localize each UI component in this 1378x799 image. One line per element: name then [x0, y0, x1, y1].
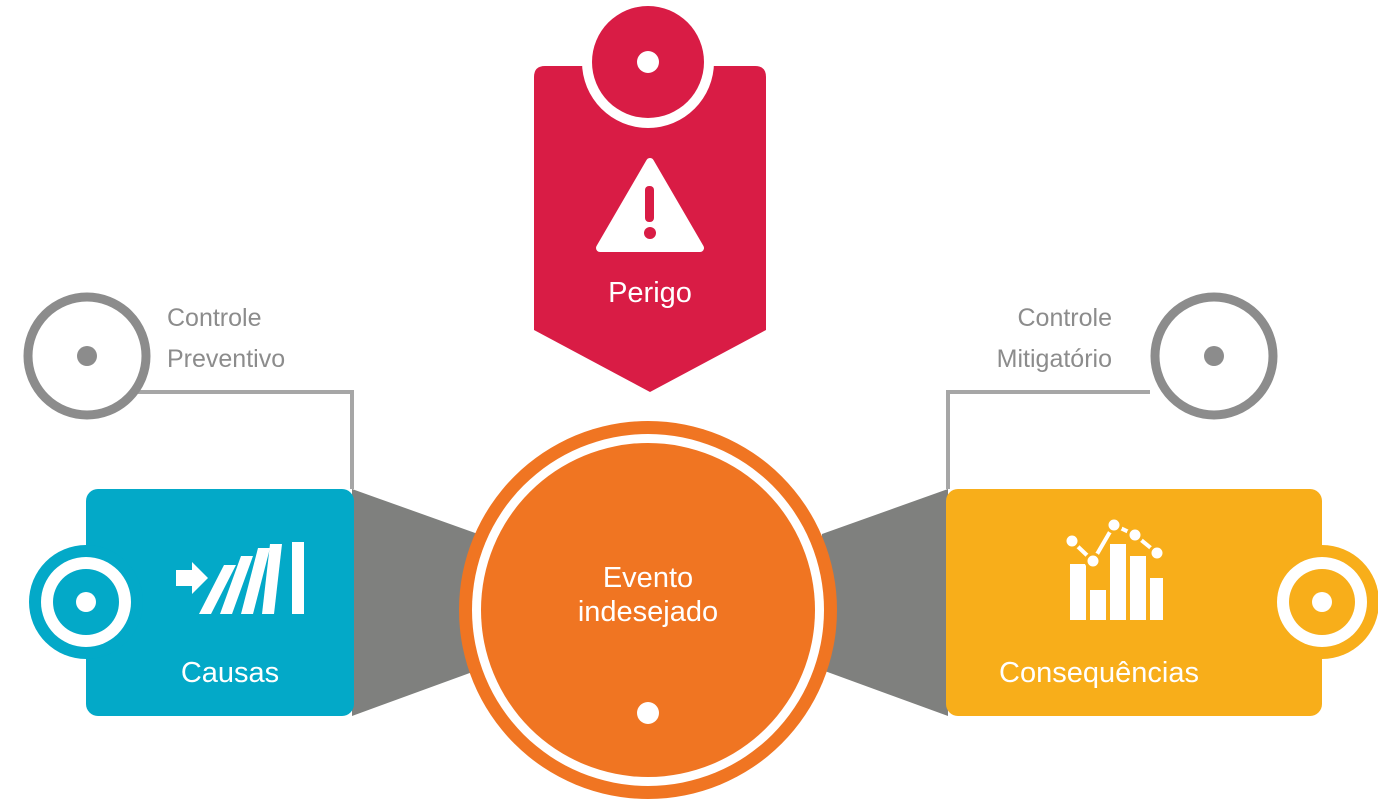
preventive-control-line2: Preventivo: [167, 345, 285, 373]
falling-dominoes-icon: [176, 542, 304, 614]
mitigating-control-line2: Mitigatório: [997, 345, 1112, 373]
consequences-label: Consequências: [999, 657, 1199, 689]
warning-triangle-icon: [596, 158, 704, 252]
event-label-line1: Evento: [603, 562, 693, 594]
hazard-label: Perigo: [608, 277, 692, 309]
causes-box: [29, 489, 354, 716]
mitigating-control-line1: Controle: [1018, 304, 1113, 332]
right-connector: [822, 489, 948, 716]
causes-label: Causas: [181, 657, 279, 689]
bar-line-chart-icon: [1063, 516, 1166, 620]
preventive-control-line1: Controle: [167, 304, 262, 332]
preventive-control-ring-icon: [23, 292, 151, 420]
mitigating-control-ring-icon: [1150, 292, 1278, 420]
event-circle: [459, 421, 837, 799]
event-label-line2: indesejado: [578, 596, 718, 628]
mitigating-control-line: [946, 390, 1150, 489]
preventive-control-line: [135, 390, 354, 489]
left-connector: [352, 489, 478, 716]
